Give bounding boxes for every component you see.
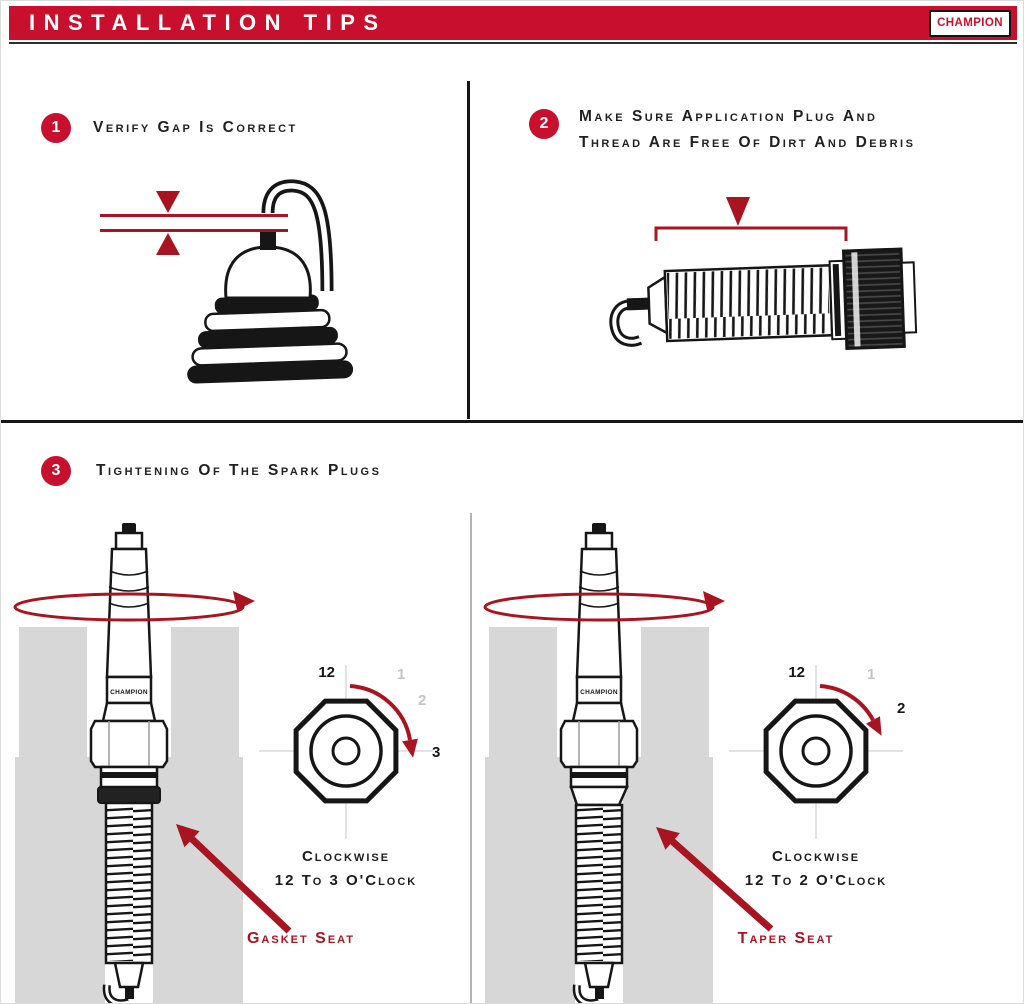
cylinder-head-cutaway [15,627,243,1003]
center-electrode [260,232,276,250]
clockwise-caption-line2: 12 To 3 O'Clock [275,872,417,889]
step2-title-line1: Make Sure Application Plug And [579,108,878,125]
plug-brand-label: CHAMPION [580,689,618,696]
clock-number-3: 3 [432,744,440,761]
plug-threads [104,801,154,965]
clock-diagram: 12 1 2 3 [259,664,440,839]
plug-hex [89,719,169,769]
header-underline [9,42,1017,44]
seat-label: Taper Seat [738,930,835,947]
step1-title: Verify Gap Is Correct [93,119,298,136]
clockwise-caption-line1: Clockwise [772,848,860,865]
clock-number-1: 1 [867,666,875,683]
gap-check-illustration [100,179,354,384]
gap-arrow-up-icon [156,233,180,255]
gasket-seat-panel: CHAMPION [13,523,440,1003]
clockwise-caption-line1: Clockwise [302,848,390,865]
clock-number-12: 12 [788,664,805,681]
clockwise-arc-arrowhead [866,716,882,736]
cylinder-head-cutaway [485,627,713,1003]
divider-horizontal-middle [1,420,1023,423]
step2-number-badge: 2 [529,109,559,139]
plug-hex [841,247,906,351]
measure-bracket [654,226,848,241]
page-title: INSTALLATION TIPS [29,10,387,35]
clockwise-arc-arrowhead [402,738,418,758]
plug-shell-ribs [187,294,354,384]
step3-title: Tightening Of The Spark Plugs [96,462,382,479]
ground-electrode [102,984,130,1003]
step1-number-badge: 1 [41,113,71,143]
step3-number-badge: 3 [41,456,71,486]
seat-label: Gasket Seat [247,930,355,947]
spark-plug: CHAMPION [559,523,639,1003]
step2-title-line2: Thread Are Free Of Dirt And Debris [579,134,916,151]
divider-vertical-bottom [470,513,472,1003]
champion-logo: CHAMPION [929,9,1011,37]
clock-number-12: 12 [318,664,335,681]
ground-electrode [609,299,643,347]
champion-logo-text: CHAMPION [937,17,1003,29]
rotation-arrow [13,591,255,622]
insulator-dome [224,245,312,300]
clock-number-2: 2 [897,700,905,717]
spark-plug: CHAMPION [89,523,169,1003]
ground-electrode [261,179,334,292]
clock-number-2: 2 [418,692,426,709]
clockwise-caption-line2: 12 To 2 O'Clock [745,872,887,889]
taper-seat-cone [569,785,629,807]
clock-number-1: 1 [397,666,405,683]
clockwise-arc [349,684,412,741]
taper-seat-panel: CHAMPION [483,523,905,1003]
gasket-ring [97,786,161,804]
gap-arrow-down-icon [156,191,180,213]
plug-threads [663,263,834,343]
divider-vertical-top [467,81,470,419]
plug-threads [574,803,624,965]
ground-electrode [572,984,600,1003]
clockwise-arc [819,684,875,721]
plug-hex [559,719,639,769]
seat-arrow [176,824,292,934]
gap-indicator-lines [100,214,288,232]
clean-plug-illustration [609,197,918,351]
header-banner: INSTALLATION TIPS CHAMPION [9,6,1017,40]
plug-brand-band: CHAMPION [575,675,623,705]
horizontal-spark-plug [609,247,918,351]
step2-title: Make Sure Application Plug And Thread Ar… [579,104,915,156]
seat-arrow [656,827,774,932]
plug-brand-band: CHAMPION [105,675,153,705]
plug-brand-label: CHAMPION [110,689,148,696]
clock-diagram: 12 1 2 [729,664,905,839]
rotation-arrow [483,591,725,622]
measure-arrow-icon [726,197,750,226]
plug-end-cap [900,261,918,334]
center-electrode [626,297,652,311]
